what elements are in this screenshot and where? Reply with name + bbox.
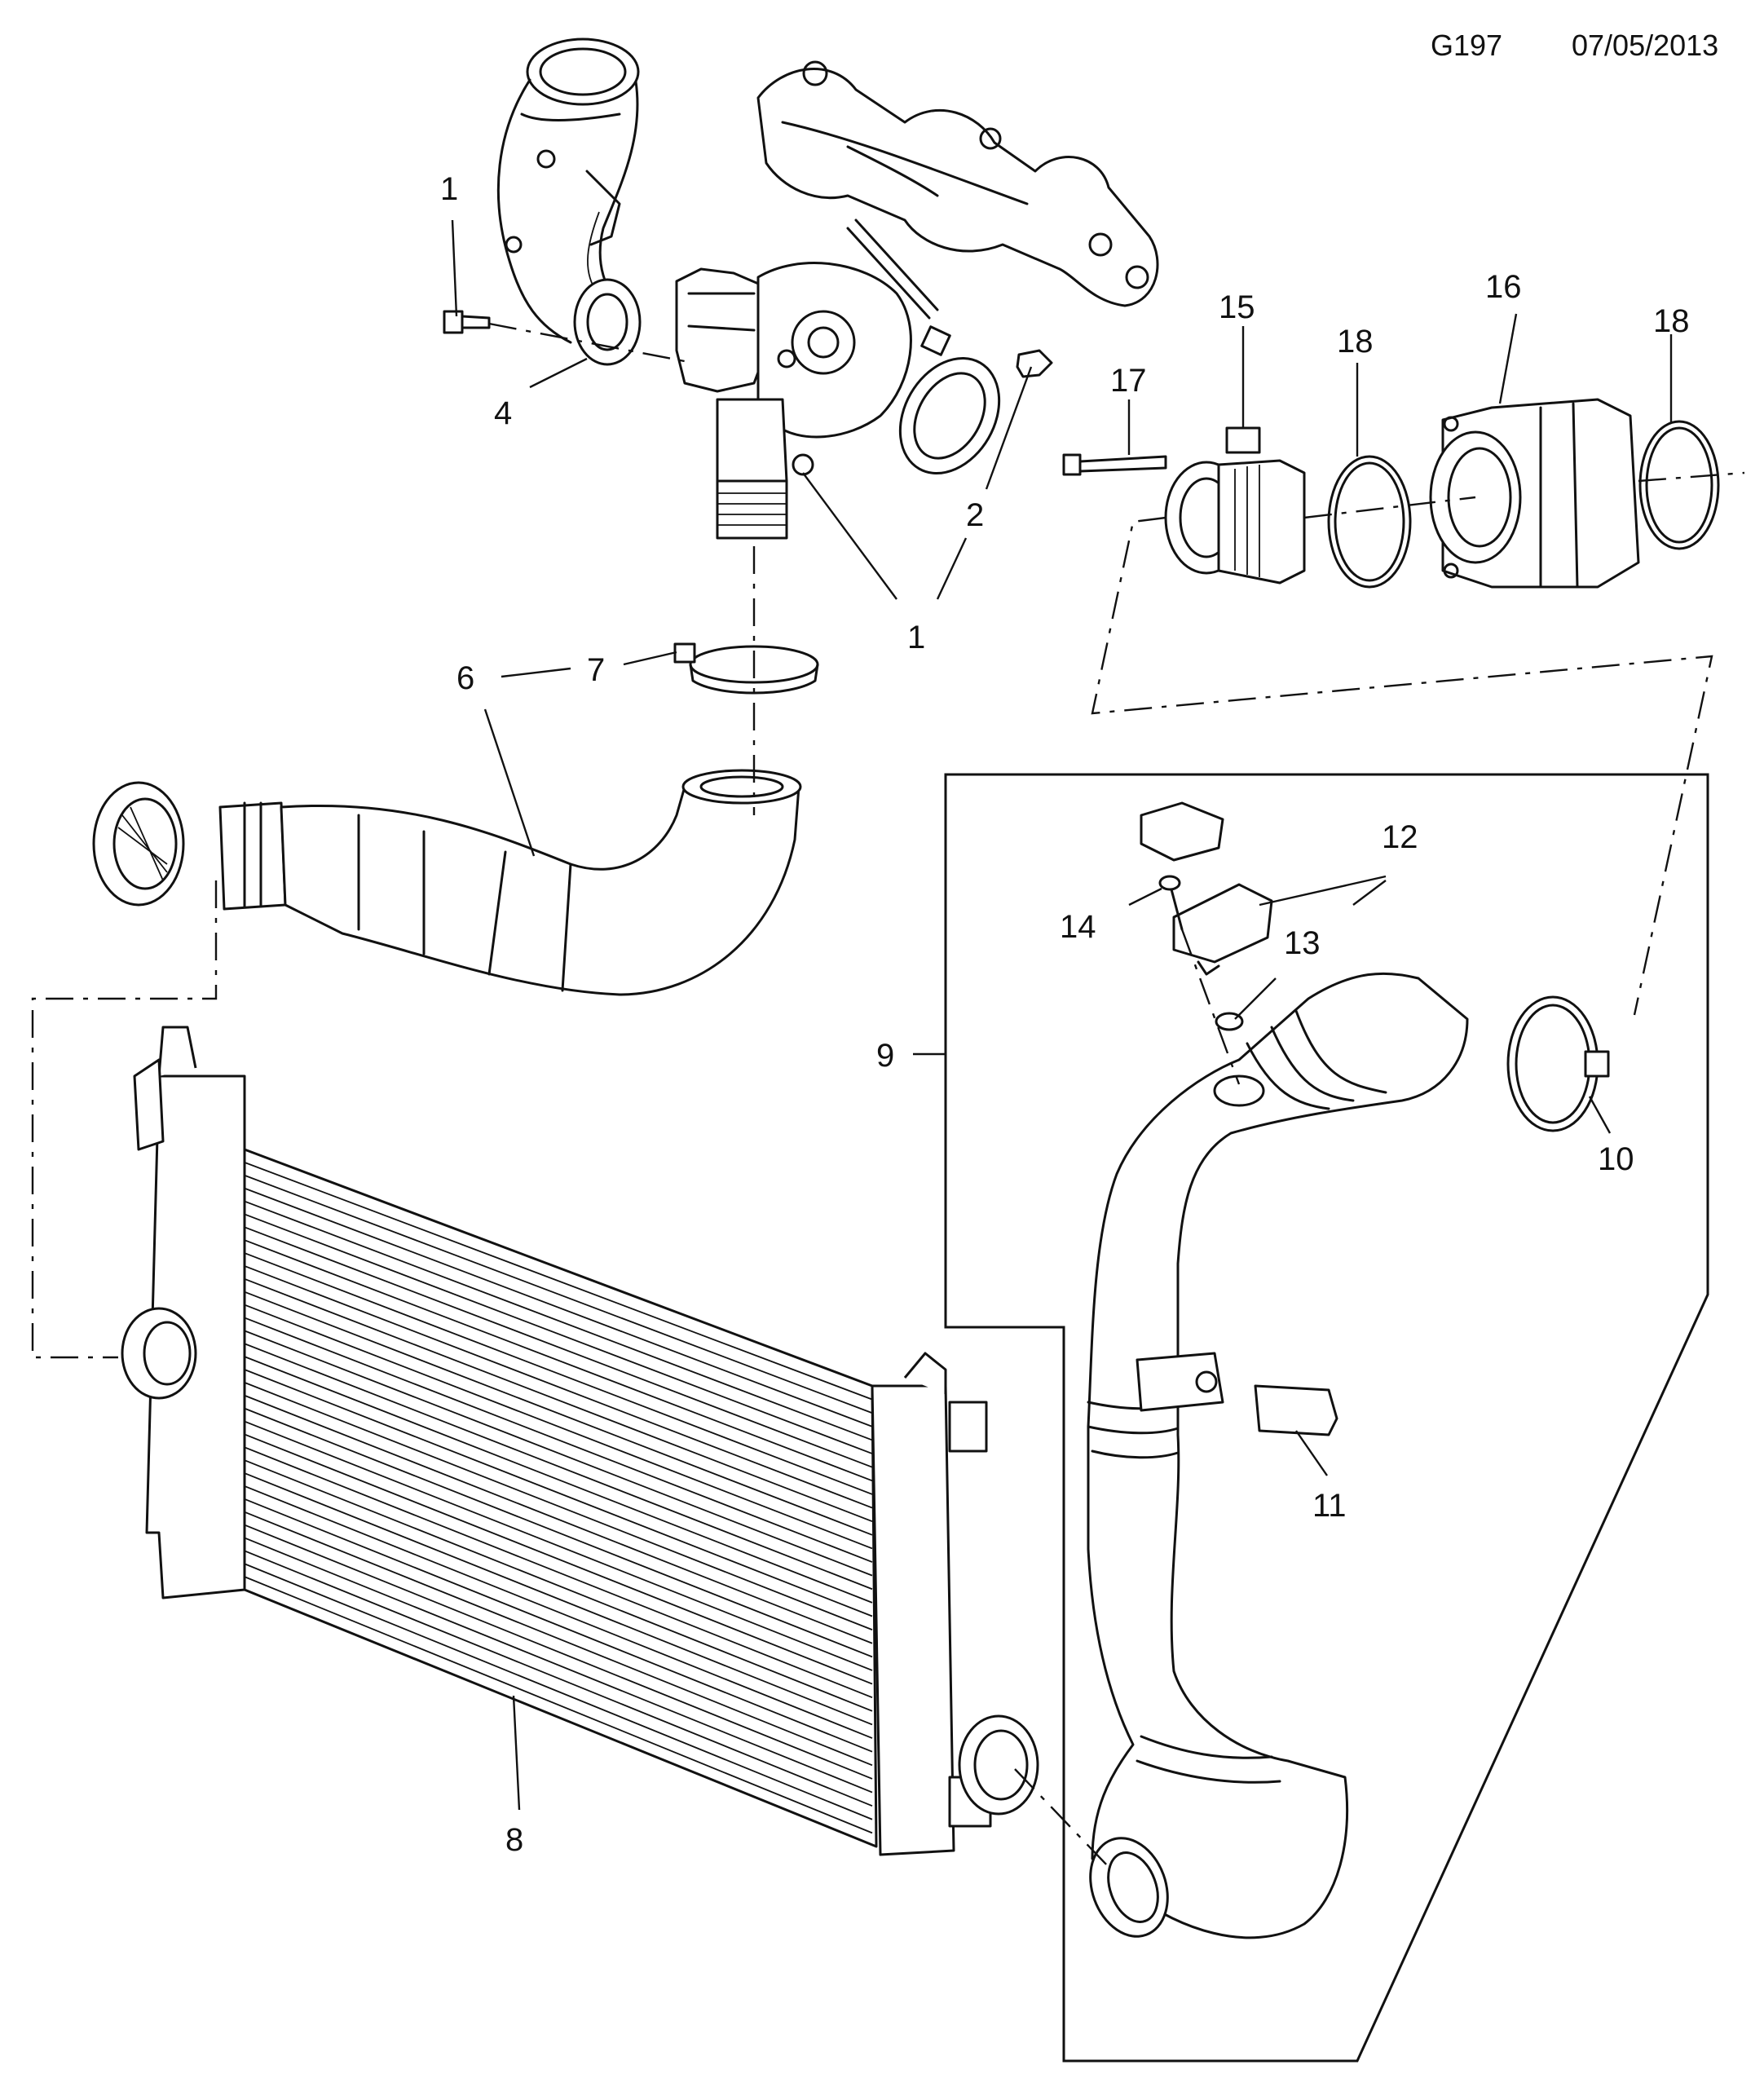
callout-5: 1 <box>440 171 458 207</box>
pipe-connector-15 <box>1164 426 1306 585</box>
intercooler-fin <box>244 1291 873 1536</box>
dash-intercooler-to-duct <box>1014 1768 1109 1868</box>
intercooler-fin <box>244 1382 873 1630</box>
intercooler-fin <box>244 1343 873 1591</box>
intercooler-fin <box>244 1317 873 1563</box>
intercooler-fin <box>244 1485 873 1739</box>
intercooler-fin <box>244 1420 873 1671</box>
pressure-sensor-12 <box>1172 883 1273 976</box>
intercooler-fin <box>244 1433 873 1685</box>
intercooler-fin <box>244 1174 873 1414</box>
intercooler-fin <box>244 1330 873 1577</box>
intercooler-fin <box>244 1369 873 1617</box>
intercooler-fin <box>244 1394 873 1644</box>
callout-10: 10 <box>1598 1141 1634 1177</box>
intercooler-fin <box>244 1265 873 1509</box>
intercooler-fin <box>244 1511 873 1767</box>
intercooler-fin <box>244 1277 873 1523</box>
bracket-clip <box>1016 349 1053 378</box>
callout-17: 17 <box>1110 363 1147 399</box>
callout-2: 2 <box>966 497 984 533</box>
screw-14 <box>1158 875 1184 931</box>
intercooler-fin <box>244 1563 873 1820</box>
intercooler-fin <box>244 1239 873 1482</box>
intercooler-fin <box>244 1200 873 1441</box>
intercooler-fin <box>244 1226 873 1468</box>
intercooler-fin <box>244 1446 873 1699</box>
intercooler-fin <box>244 1459 873 1712</box>
callout-6: 6 <box>456 660 474 696</box>
hose-clamp-7 <box>673 642 819 695</box>
dash-throttle-to-duct <box>1091 516 1713 1016</box>
callout-14: 14 <box>1060 909 1096 945</box>
diagram-date: 07/05/2013 <box>1572 29 1718 62</box>
sensor-cap <box>1140 801 1224 862</box>
callout-16: 16 <box>1485 269 1522 305</box>
dash-hose-to-intercooler <box>31 880 218 1359</box>
callout-12: 12 <box>1382 819 1418 855</box>
hose-clamp-10 <box>1506 995 1610 1132</box>
callout-8: 8 <box>505 1822 523 1858</box>
o-ring-13 <box>1215 1012 1244 1031</box>
callout-13: 13 <box>1284 925 1321 961</box>
intake-elbow-pipe <box>496 38 642 366</box>
intercooler-fin <box>244 1407 873 1658</box>
charge-hose-6 <box>92 769 802 996</box>
callout-18-right: 18 <box>1653 303 1690 339</box>
callout-9: 9 <box>876 1038 894 1074</box>
assembly-9-frame <box>944 773 1709 2063</box>
intercooler-fin <box>244 1550 873 1807</box>
intercooler-8 <box>121 1026 1039 1856</box>
intercooler-fin <box>244 1498 873 1753</box>
intercooler-fin <box>244 1537 873 1794</box>
intercooler-fin <box>244 1304 873 1550</box>
callout-18-left: 18 <box>1337 324 1374 360</box>
dash-pipe-to-turbo <box>488 322 694 364</box>
bolt-17 <box>1062 453 1167 476</box>
bracket-11 <box>1136 1352 1338 1436</box>
turbocharger <box>675 60 1159 540</box>
intercooler-fin <box>244 1576 873 1834</box>
intercooler-fin <box>244 1187 873 1427</box>
seal-ring-18-left <box>1327 455 1412 589</box>
dash-seal-chain <box>1303 496 1476 519</box>
dash-seal-right <box>1638 471 1745 483</box>
intercooler-fin <box>244 1356 873 1604</box>
intercooler-fin <box>244 1472 873 1726</box>
dash-sensor-stack <box>1180 929 1241 1085</box>
intercooler-fin <box>244 1213 873 1454</box>
callout-4: 4 <box>494 395 512 431</box>
bolt-5 <box>443 310 491 334</box>
throttle-body-16 <box>1429 398 1640 589</box>
callout-1: 1 <box>907 620 925 655</box>
callout-11: 11 <box>1312 1488 1347 1524</box>
seal-ring-18-right <box>1638 420 1720 550</box>
diagram-code: G197 <box>1431 29 1502 62</box>
callout-15: 15 <box>1219 289 1255 325</box>
intercooler-fin <box>244 1524 873 1780</box>
intercooler-fin <box>244 1162 873 1401</box>
intake-duct-9 <box>1087 972 1469 1939</box>
intercooler-fin <box>244 1252 873 1495</box>
callout-7: 7 <box>587 652 605 688</box>
